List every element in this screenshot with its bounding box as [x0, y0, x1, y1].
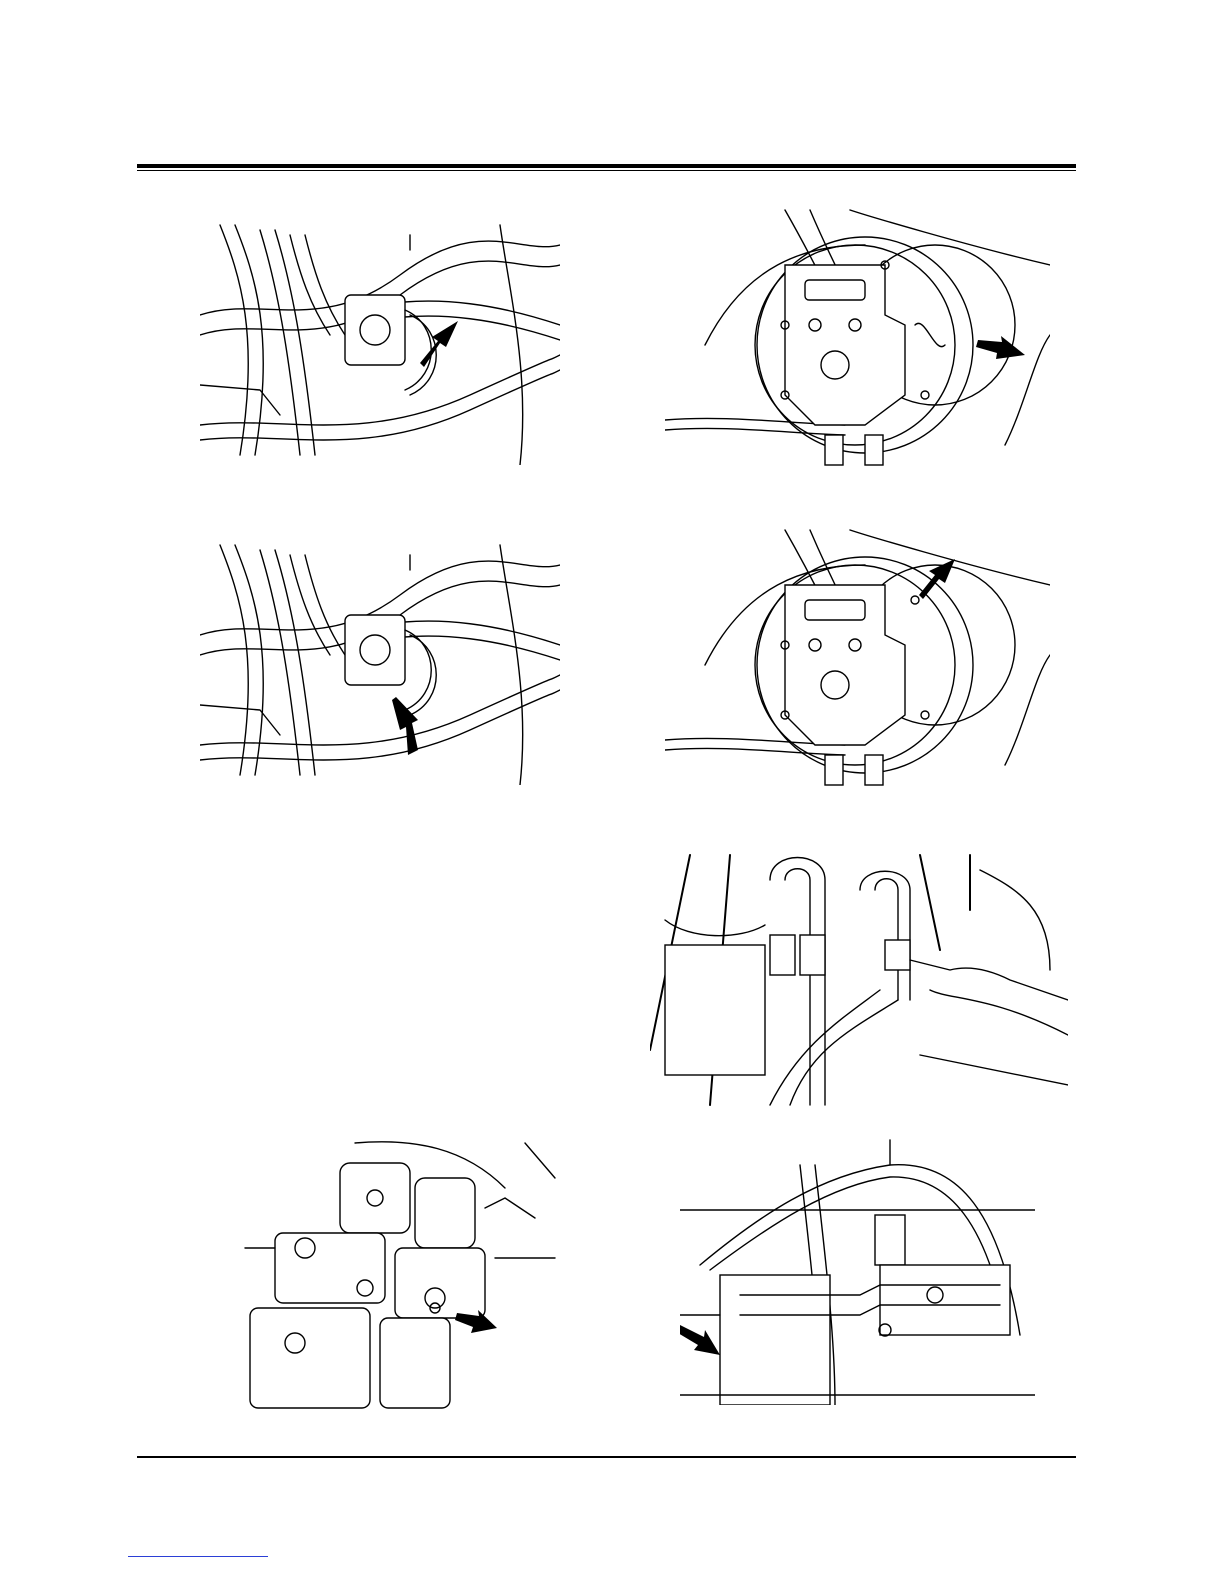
pointer-arrow-left [976, 336, 1025, 359]
figure-hose-disconnect [650, 850, 1068, 1108]
hydraulic-motor-hoses-illustration [200, 215, 560, 465]
travel-motor-front-illustration [665, 205, 1050, 480]
figure-pump-assembly [235, 1138, 560, 1413]
pointer-arrow-right [680, 1325, 720, 1355]
figure-motor-hoses-2 [200, 535, 560, 785]
footer-rule [137, 1456, 1076, 1458]
pump-assembly-illustration [235, 1138, 560, 1413]
hydraulic-motor-hoses-illustration [200, 535, 560, 785]
hose-disconnect-with-wrench-illustration [650, 850, 1068, 1108]
header-rule-thick [137, 164, 1076, 168]
figure-motor-hoses-1 [200, 215, 560, 465]
travel-motor-front-illustration [665, 525, 1050, 800]
pointer-arrow-up-left [392, 697, 418, 755]
figure-travel-motor-1 [665, 205, 1050, 480]
header-rule-thin [137, 170, 1076, 171]
figure-travel-motor-2 [665, 525, 1050, 800]
engine-compartment-piping-illustration [680, 1135, 1035, 1405]
footer-link-underline[interactable] [128, 1556, 268, 1557]
figure-engine-piping [680, 1135, 1035, 1405]
